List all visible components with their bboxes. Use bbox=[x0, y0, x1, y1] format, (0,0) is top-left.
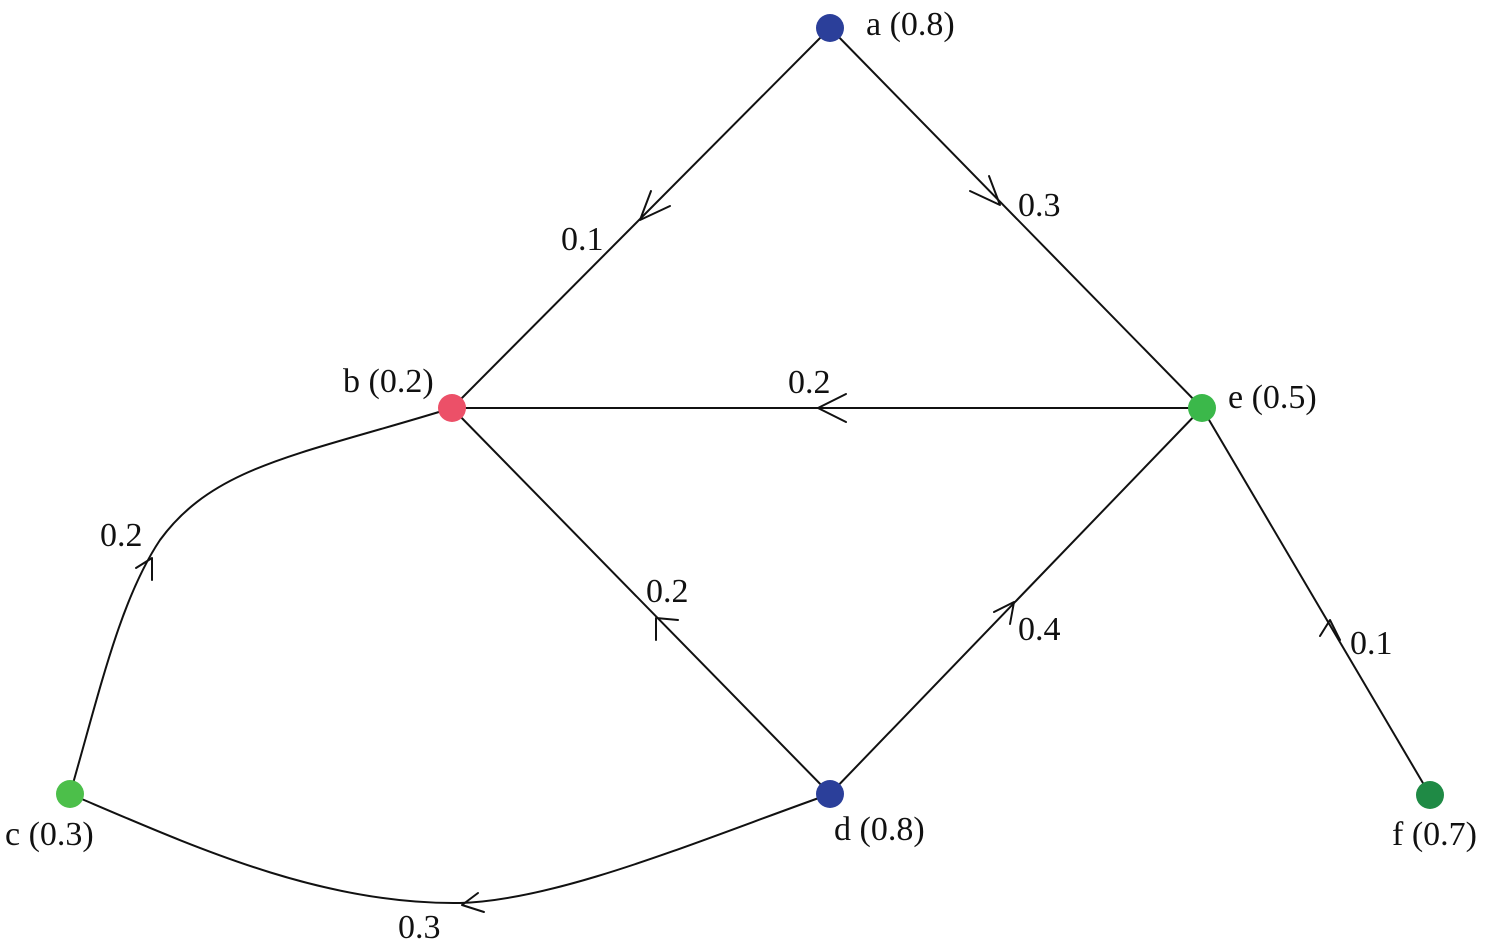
node-a-label: a (0.8) bbox=[866, 6, 955, 43]
node-e-label: e (0.5) bbox=[1228, 379, 1317, 416]
edge-f-e-label: 0.1 bbox=[1350, 625, 1393, 662]
edge-d-c bbox=[69, 793, 831, 905]
arrow-d-b bbox=[655, 617, 679, 641]
node-a bbox=[816, 14, 844, 42]
node-f-label: f (0.7) bbox=[1392, 816, 1477, 853]
node-d bbox=[816, 780, 844, 808]
arrow-d-e bbox=[993, 601, 1015, 625]
node-b bbox=[438, 394, 466, 422]
arrow-e-b bbox=[817, 393, 847, 423]
arrow-d-c bbox=[461, 892, 485, 913]
edge-c-b bbox=[69, 407, 453, 795]
edge-d-c-label: 0.3 bbox=[398, 909, 441, 944]
edge-d-e bbox=[829, 407, 1203, 795]
node-b-label: b (0.2) bbox=[343, 363, 434, 400]
edge-f-e bbox=[1201, 407, 1431, 796]
node-c bbox=[56, 780, 84, 808]
edge-a-e-label: 0.3 bbox=[1018, 187, 1061, 224]
node-c-label: c (0.3) bbox=[5, 816, 94, 853]
arrow-a-b bbox=[639, 190, 671, 221]
node-e bbox=[1188, 394, 1216, 422]
edge-d-e-label: 0.4 bbox=[1018, 611, 1061, 648]
edge-a-b-label: 0.1 bbox=[561, 221, 604, 258]
arrow-c-b bbox=[135, 557, 153, 581]
node-f bbox=[1416, 781, 1444, 809]
edge-e-b-label: 0.2 bbox=[788, 364, 831, 401]
arrow-a-e bbox=[969, 175, 1001, 206]
node-d-label: d (0.8) bbox=[834, 811, 925, 848]
edge-c-b-label: 0.2 bbox=[100, 517, 143, 554]
arrow-f-e bbox=[1319, 619, 1341, 641]
edge-d-b-label: 0.2 bbox=[646, 573, 689, 610]
edge-d-b bbox=[451, 407, 831, 795]
edge-a-e bbox=[829, 27, 1203, 409]
